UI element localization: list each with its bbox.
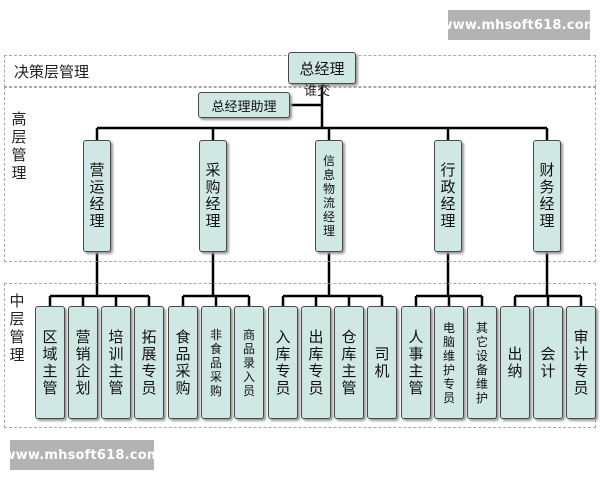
upper-management-band <box>4 87 596 262</box>
ceo-sub-text: 谁交 <box>304 84 331 99</box>
middle-management-label: 中层管理 <box>9 292 25 364</box>
staff-node: 仓库主管 <box>334 306 364 419</box>
upper-management-label: 高层管理 <box>11 110 27 182</box>
staff-node: 出纳 <box>500 306 530 419</box>
staff-label: 仓库主管 <box>341 327 357 397</box>
staff-label: 营销企划 <box>75 327 91 397</box>
staff-label: 人事主管 <box>408 327 424 397</box>
manager-node: 财务经理 <box>533 140 561 252</box>
staff-node: 营销企划 <box>68 306 98 419</box>
staff-node: 入库专员 <box>268 306 298 419</box>
manager-node: 采购经理 <box>199 140 227 252</box>
watermark-top: www.mhsoft618.com <box>440 10 597 40</box>
staff-label: 审计专员 <box>573 327 589 397</box>
staff-node: 会计 <box>533 306 563 419</box>
staff-node: 审计专员 <box>566 306 596 419</box>
staff-label: 商品录入员 <box>243 327 256 398</box>
manager-label: 财务经理 <box>539 161 555 230</box>
staff-node: 非食品采购 <box>201 306 231 419</box>
staff-label: 会计 <box>540 344 556 380</box>
staff-node: 区域主管 <box>35 306 65 419</box>
staff-node: 人事主管 <box>401 306 431 419</box>
manager-node: 营运经理 <box>83 140 111 252</box>
staff-node: 拓展专员 <box>134 306 164 419</box>
manager-node: 信息物流经理 <box>315 140 343 252</box>
staff-label: 入库专员 <box>275 327 291 397</box>
staff-label: 出库专员 <box>308 327 324 397</box>
manager-label: 营运经理 <box>89 161 105 230</box>
manager-label: 行政经理 <box>440 161 456 230</box>
staff-label: 食品采购 <box>175 327 191 397</box>
staff-label: 区域主管 <box>42 327 58 397</box>
ceo-label: 总经理 <box>299 59 345 78</box>
watermark-bottom: www.mhsoft618.com <box>3 440 160 470</box>
staff-label: 培训主管 <box>108 327 124 397</box>
manager-node: 行政经理 <box>434 140 462 252</box>
staff-node: 食品采购 <box>168 306 198 419</box>
decision-layer-label: 决策层管理 <box>14 63 90 81</box>
staff-label: 出纳 <box>507 344 523 380</box>
staff-node: 培训主管 <box>101 306 131 419</box>
staff-node: 电脑维护专员 <box>434 306 464 419</box>
manager-label: 采购经理 <box>205 161 221 230</box>
staff-label: 其它设备维护 <box>476 320 489 405</box>
staff-label: 电脑维护专员 <box>443 320 456 405</box>
staff-node: 出库专员 <box>301 306 331 419</box>
staff-node: 司机 <box>367 306 397 419</box>
staff-label: 司机 <box>374 344 390 380</box>
staff-node: 商品录入员 <box>234 306 264 419</box>
staff-label: 非食品采购 <box>210 327 223 398</box>
ceo-node: 总经理 <box>288 52 356 84</box>
ceo-assistant-node: 总经理助理 <box>198 92 290 118</box>
staff-label: 拓展专员 <box>141 327 157 397</box>
manager-label: 信息物流经理 <box>323 154 336 238</box>
ceo-assistant-label: 总经理助理 <box>211 99 277 115</box>
staff-node: 其它设备维护 <box>467 306 497 419</box>
